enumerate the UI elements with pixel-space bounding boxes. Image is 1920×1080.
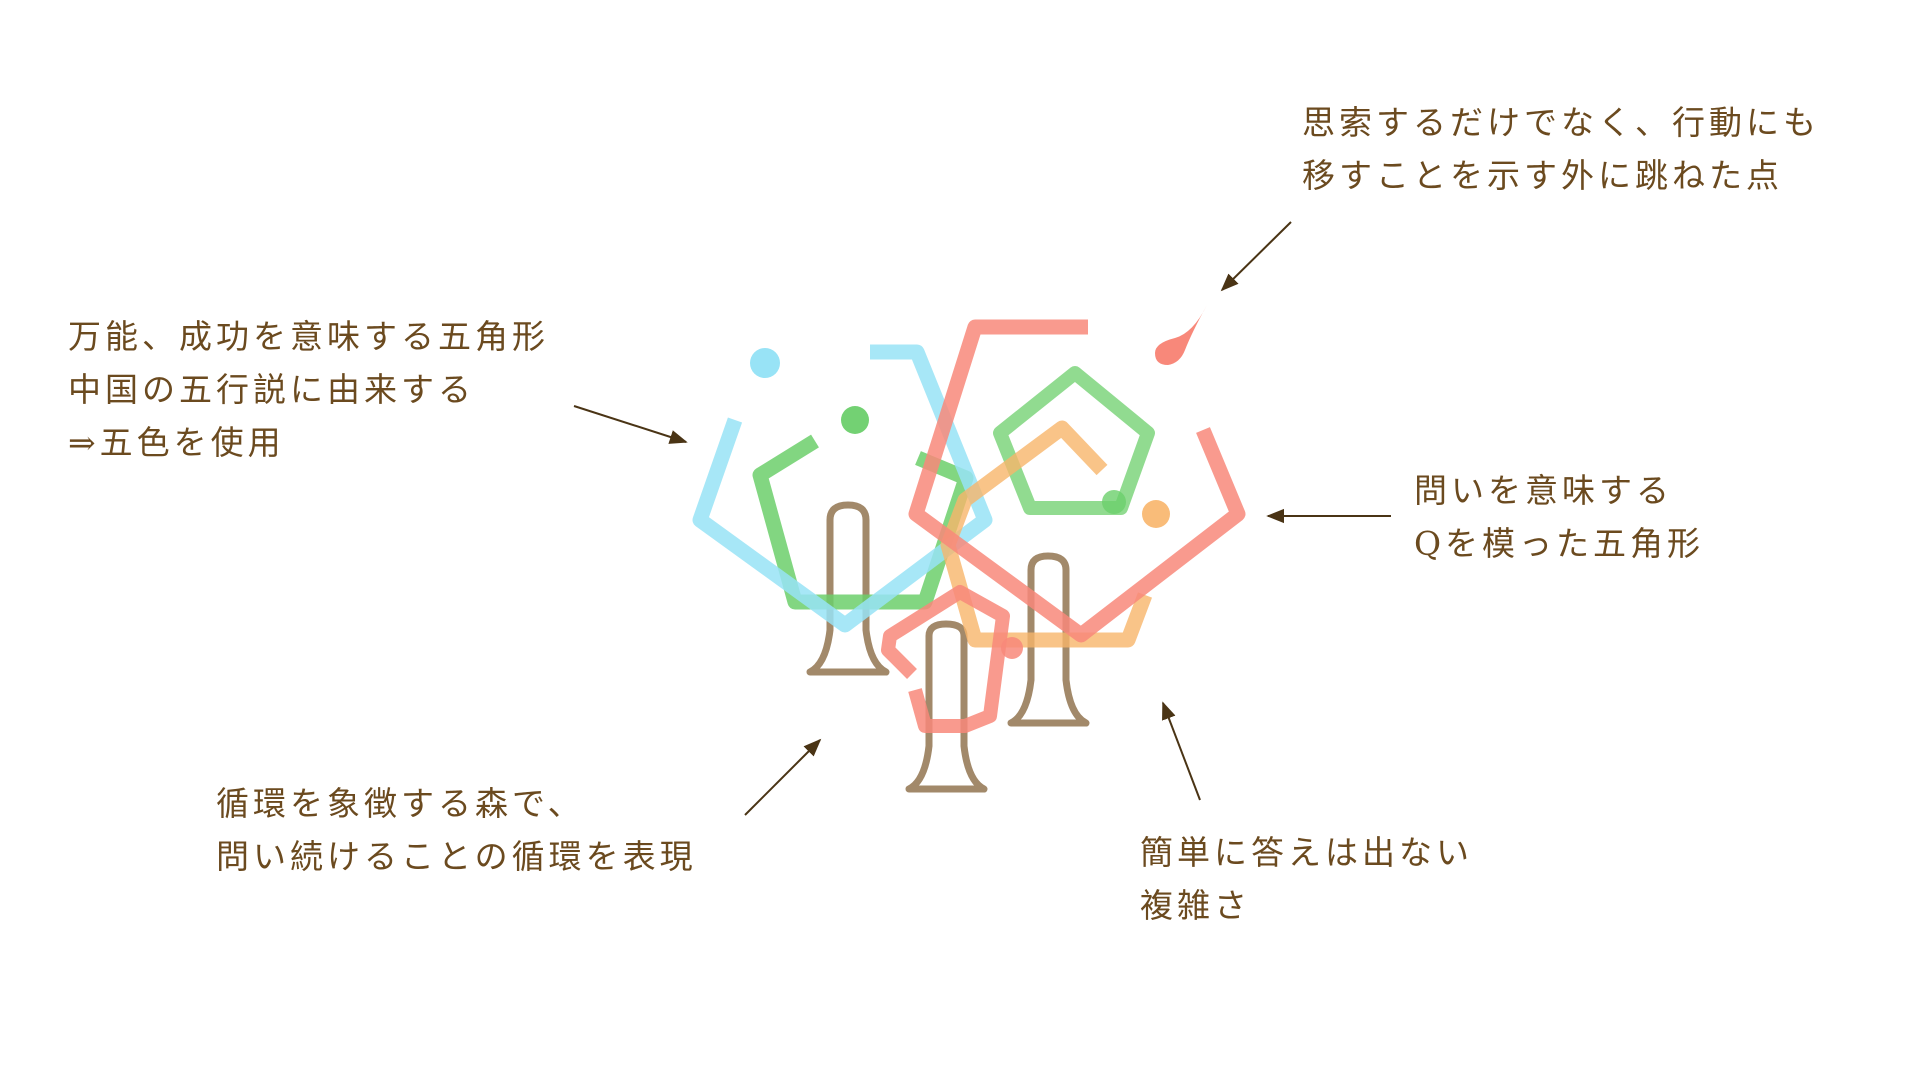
blue-dot <box>750 348 780 378</box>
tree-trunk-center <box>905 620 988 793</box>
annotation-line: 中国の五行説に由来する <box>68 370 475 409</box>
red-pentagon-q <box>908 319 1246 643</box>
tree-trunk-right <box>1007 552 1090 727</box>
logo-mark <box>692 305 1246 793</box>
annotation-complexity: 簡単に答えは出ない 複雑さ <box>1140 826 1473 932</box>
red-dot-small <box>1001 637 1023 659</box>
annotation-forest-cycle: 循環を象徴する森で、 問い続けることの循環を表現 <box>216 777 697 883</box>
annotation-line: 思索するだけでなく、行動にも <box>1302 103 1820 142</box>
annotation-line: 移すことを示す外に跳ねた点 <box>1302 156 1783 195</box>
annotation-line: 万能、成功を意味する五角形 <box>68 317 549 356</box>
annotation-line: Qを模った五角形 <box>1414 524 1705 563</box>
annotation-line: 問いを意味する <box>1414 471 1673 510</box>
annotation-pentagon-meaning: 万能、成功を意味する五角形 中国の五行説に由来する ⇒五色を使用 <box>68 310 549 469</box>
red-droplet <box>1155 305 1207 365</box>
annotation-line: 簡単に答えは出ない <box>1140 833 1473 872</box>
green-pentagon-top <box>993 366 1155 515</box>
red-pentagon-small <box>881 585 1010 733</box>
arrow-left <box>573 405 688 444</box>
tree-trunk-left <box>806 501 890 676</box>
annotation-line: 問い続けることの循環を表現 <box>216 837 697 876</box>
annotation-line: 複雑さ <box>1140 886 1251 925</box>
green-dot-right <box>1102 490 1126 514</box>
annotation-q-pentagon: 問いを意味する Qを模った五角形 <box>1414 464 1704 570</box>
arrow-bottom-left <box>744 738 822 816</box>
arrows <box>573 221 1391 816</box>
arrow-bottom-right <box>1162 701 1201 801</box>
blue-pentagon <box>692 344 993 633</box>
orange-dot <box>1142 500 1170 528</box>
annotation-line: ⇒五色を使用 <box>68 423 285 462</box>
green-pentagon-left <box>752 434 974 610</box>
arrow-top-right <box>1220 221 1292 292</box>
annotation-line: 循環を象徴する森で、 <box>216 784 585 823</box>
annotation-jumping-dot: 思索するだけでなく、行動にも 移すことを示す外に跳ねた点 <box>1302 96 1820 202</box>
green-dot-left <box>841 406 869 434</box>
